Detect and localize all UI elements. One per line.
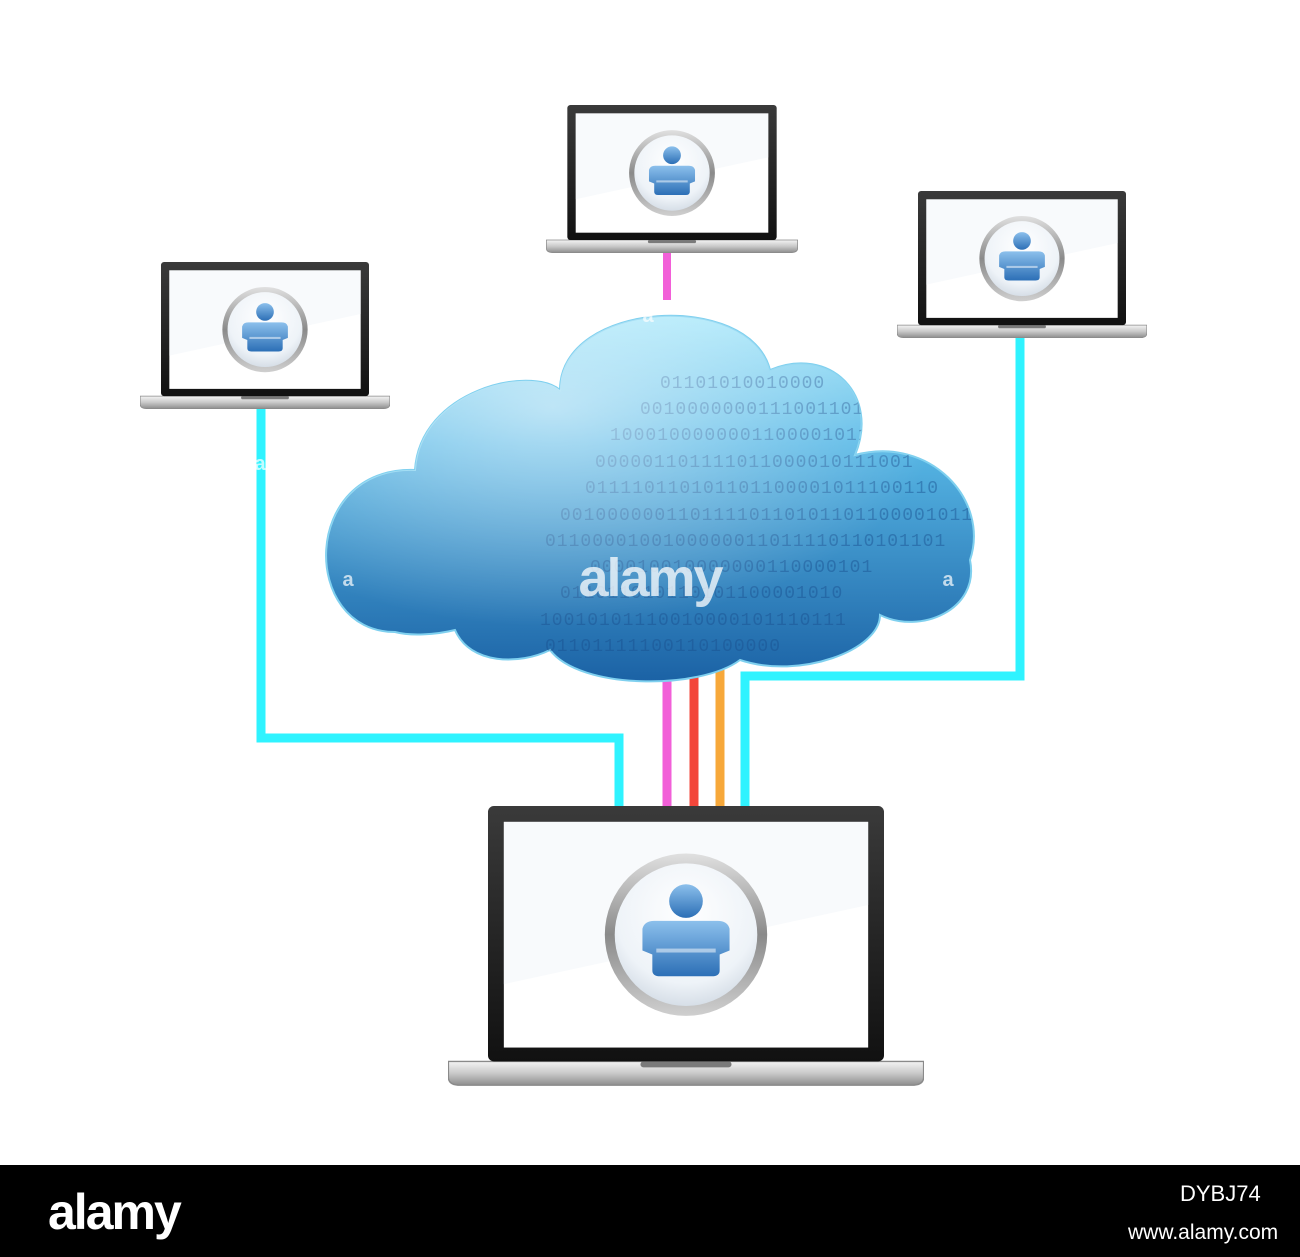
- watermark-mark: a: [642, 305, 654, 327]
- site-url: www.alamy.com: [1128, 1221, 1279, 1244]
- laptop-icon: [448, 806, 924, 1087]
- link-right-laptop: [740, 333, 1025, 806]
- network-diagram: 01101010010000 0010000000111001101 10001…: [140, 105, 1147, 1087]
- cloud-icon: 01101010010000 0010000000111001101 10001…: [325, 314, 975, 683]
- link-left-laptop: [256, 405, 624, 806]
- footer-bar: alamy DYBJ74 www.alamy.com: [0, 1165, 1300, 1257]
- laptop-icon: [897, 191, 1147, 339]
- laptop-icon: [140, 262, 390, 410]
- footer-logo: alamy: [48, 1184, 182, 1240]
- watermark: alamy a a a a: [254, 305, 954, 608]
- image-id: DYBJ74: [1180, 1181, 1261, 1206]
- laptop-icon: [546, 105, 798, 254]
- watermark-mark: a: [342, 569, 354, 591]
- watermark-mark: a: [254, 453, 266, 475]
- watermark-mark: a: [942, 569, 954, 591]
- watermark-logo: alamy: [578, 548, 723, 608]
